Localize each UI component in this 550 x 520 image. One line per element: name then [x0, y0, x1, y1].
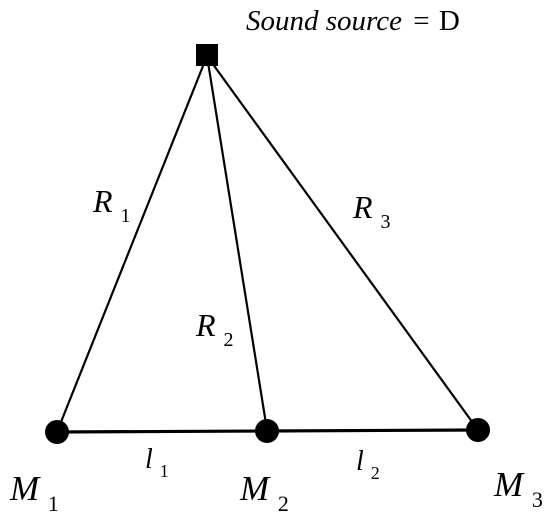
- line-source-to-m1: [55, 55, 209, 433]
- microphone-label-m1: M 1: [9, 469, 59, 516]
- microphone-label-m3: M 3: [493, 465, 543, 512]
- line-source-to-m2: [205, 55, 269, 431]
- microphone-m2-marker: [255, 419, 279, 443]
- microphone-m3-marker: [466, 418, 490, 442]
- microphone-m3-base: M: [493, 465, 525, 504]
- sound-source-symbol: D: [439, 5, 460, 37]
- sound-source-text: Sound source: [246, 5, 402, 37]
- microphone-m3-sub: 3: [532, 487, 543, 512]
- spacing-l1-sub: 1: [160, 461, 169, 481]
- distance-r1-base: R: [92, 183, 113, 219]
- sound-source-marker: [196, 44, 218, 66]
- distance-r3-sub: 3: [381, 211, 391, 233]
- distance-label-r3: R 3: [352, 189, 391, 233]
- microphone-m1-marker: [45, 420, 69, 444]
- distance-r2-sub: 2: [224, 329, 234, 351]
- distance-r2-base: R: [195, 307, 216, 343]
- spacing-l2-base: l: [356, 446, 364, 477]
- microphone-m1-sub: 1: [48, 491, 59, 516]
- line-m1-to-m2: [56, 429, 268, 434]
- microphone-m1-base: M: [9, 469, 41, 508]
- spacing-l1-base: l: [145, 444, 153, 475]
- spacing-label-l2: l 2: [356, 446, 380, 483]
- microphone-label-m2: M 2: [239, 469, 289, 516]
- distance-label-r2: R 2: [195, 307, 234, 351]
- microphone-m2-sub: 2: [278, 491, 289, 516]
- distance-r3-base: R: [352, 189, 373, 225]
- microphone-m2-base: M: [239, 469, 271, 508]
- distance-r1-sub: 1: [121, 205, 131, 227]
- line-source-to-m3: [206, 55, 479, 431]
- sound-source-label: Sound source = D: [246, 5, 460, 37]
- spacing-l2-sub: 2: [371, 463, 380, 483]
- spacing-label-l1: l 1: [145, 444, 169, 481]
- line-m2-to-m3: [266, 428, 479, 433]
- sound-source-equals: =: [413, 5, 429, 37]
- distance-label-r1: R 1: [92, 183, 131, 227]
